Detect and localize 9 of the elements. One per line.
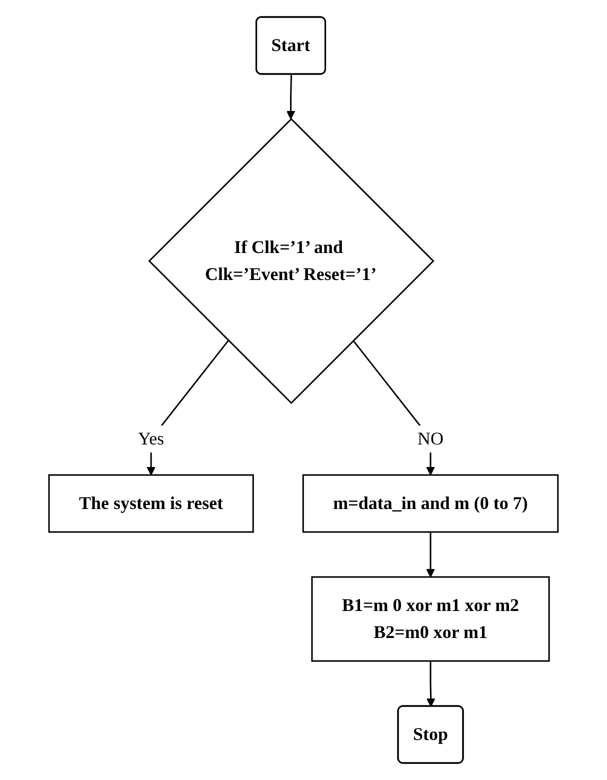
node-box: m=data_in and m (0 to 7) [302,474,559,533]
arrow [286,74,296,120]
edge-label: NO [418,428,444,448]
node-box: The system is reset [48,474,254,533]
edge-label: Yes [138,428,164,448]
node-box: B1=m 0 xor m1 xor m2 B2=m0 xor m1 [311,576,550,662]
node-diamond: If Clk=’1’ and Clk=’Event’ Reset=’1’ [148,118,434,404]
arrow [426,532,435,578]
arrow [426,661,436,707]
